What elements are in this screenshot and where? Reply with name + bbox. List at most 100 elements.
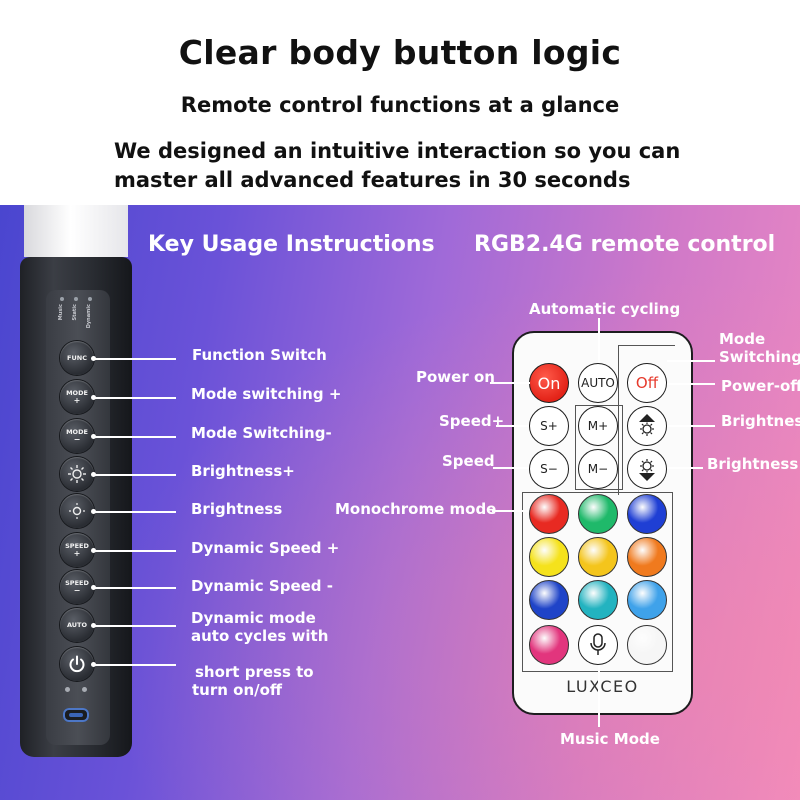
label-mode-plus: Mode switching +	[191, 385, 342, 403]
header-area: Clear body button logic Remote control f…	[0, 0, 800, 205]
minus-sign: −	[73, 586, 81, 595]
remote-mode-plus-button[interactable]: M+	[578, 406, 618, 446]
color-button-cyan[interactable]	[578, 580, 618, 620]
mode-minus-button[interactable]: MODE −	[60, 419, 94, 453]
remote-brand-logo: LUXCEO	[566, 677, 639, 696]
label-speed-plus: Dynamic Speed +	[191, 539, 340, 557]
leader-speed-plus	[496, 425, 529, 427]
color-button-blue2[interactable]	[529, 580, 569, 620]
label-speed-minus: Speed	[442, 452, 495, 470]
plus-sign: +	[73, 549, 81, 558]
mode-pm-group-outline	[575, 405, 623, 490]
leader-line	[91, 585, 176, 590]
speed-minus-button[interactable]: SPEED −	[60, 570, 94, 604]
brightness-up-icon	[639, 414, 655, 436]
auto-button-label: AUTO	[66, 621, 88, 629]
leader-monochrome	[492, 510, 529, 512]
brightness-minus-button[interactable]	[60, 494, 94, 528]
mode-plus-label: M+	[587, 419, 609, 433]
label-monochrome-mode: Monochrome mode	[335, 500, 497, 518]
page-title: Clear body button logic	[178, 33, 622, 72]
leader-music	[598, 665, 600, 727]
label-brightness-plus: Brightness+	[191, 462, 295, 480]
sun-minus-icon	[69, 503, 85, 519]
brightness-down-icon	[639, 459, 655, 481]
indicator-label-static: Static	[72, 304, 78, 321]
remote-on-button[interactable]: On	[529, 363, 569, 403]
leader-line	[91, 395, 176, 400]
music-mode-button[interactable]	[578, 625, 618, 665]
color-button-amber[interactable]	[578, 537, 618, 577]
page-description: We designed an intuitive interaction so …	[114, 139, 681, 192]
page-subtitle: Remote control functions at a glance	[180, 93, 620, 117]
remote-off-button[interactable]: Off	[627, 363, 667, 403]
remote-mode-minus-button[interactable]: M−	[578, 449, 618, 489]
leader-mode-switching	[667, 360, 715, 362]
indicator-label-music: Music	[58, 304, 64, 321]
leader-auto	[598, 318, 600, 363]
power-button[interactable]	[60, 647, 94, 681]
leader-power-off	[667, 383, 715, 385]
microphone-icon	[590, 633, 606, 655]
label-brightness-minus: Brightness	[707, 455, 799, 473]
plus-sign: +	[73, 396, 81, 405]
leader-speed-minus	[493, 467, 529, 469]
func-button[interactable]: FUNC	[60, 341, 94, 375]
label-speed-plus: Speed+	[439, 412, 505, 430]
color-button-green[interactable]	[578, 494, 618, 534]
leader-line	[91, 434, 176, 439]
label-power-line2: turn on/off	[192, 681, 283, 699]
color-button-sky[interactable]	[627, 580, 667, 620]
color-button-red[interactable]	[529, 494, 569, 534]
remote-brightness-minus-button[interactable]	[627, 449, 667, 489]
leader-power-on	[490, 382, 530, 384]
stick-light-tube	[24, 205, 128, 257]
speed-plus-button[interactable]: SPEED +	[60, 533, 94, 567]
label-brightness-plus: Brightnes	[721, 412, 800, 430]
label-music-mode: Music Mode	[560, 730, 660, 748]
remote-speed-minus-button[interactable]: S−	[529, 449, 569, 489]
indicator-label-dynamic: Dynamic	[86, 304, 92, 329]
remote-auto-button[interactable]: AUTO	[578, 363, 618, 403]
remote-speed-plus-button[interactable]: S+	[529, 406, 569, 446]
power-icon	[69, 655, 85, 673]
auto-button[interactable]: AUTO	[60, 608, 94, 642]
color-button-white[interactable]	[627, 625, 667, 665]
label-brightness-minus: Brightness	[191, 500, 283, 518]
mode-plus-label: MODE	[66, 389, 88, 397]
color-button-yellow[interactable]	[529, 537, 569, 577]
leader-line	[91, 356, 176, 361]
on-label: On	[537, 373, 561, 393]
leader-brightness-plus	[667, 425, 715, 427]
auto-label: AUTO	[581, 376, 615, 390]
label-power-on: Power on	[416, 368, 495, 386]
color-button-magenta[interactable]	[529, 625, 569, 665]
leader-line	[91, 472, 176, 477]
label-automatic-cycling: Automatic cycling	[529, 300, 681, 318]
remote-brightness-plus-button[interactable]	[627, 406, 667, 446]
mode-minus-label: M−	[587, 462, 609, 476]
speed-minus-label: S−	[540, 462, 558, 476]
leader-line	[91, 662, 176, 667]
speed-minus-label: SPEED	[65, 579, 89, 587]
remote-title: RGB2.4G remote control	[474, 232, 776, 257]
leader-line	[91, 548, 176, 553]
label-auto-line2: auto cycles with	[191, 627, 329, 645]
brightness-plus-button[interactable]	[60, 457, 94, 491]
label-mode-switching: Mode Switching	[719, 330, 800, 366]
color-button-orange[interactable]	[627, 537, 667, 577]
mode-minus-label: MODE	[66, 428, 88, 436]
speed-plus-label: S+	[540, 419, 558, 433]
label-mode-minus: Mode Switching-	[191, 424, 332, 442]
usb-c-port	[63, 708, 89, 722]
minus-sign: −	[73, 435, 81, 444]
status-led	[82, 687, 87, 692]
leader-brightness-minus	[667, 467, 703, 469]
key-usage-title: Key Usage Instructions	[148, 232, 435, 257]
label-power-line1: short press to	[195, 663, 314, 681]
mode-plus-button[interactable]: MODE +	[60, 380, 94, 414]
speed-plus-label: SPEED	[65, 542, 89, 550]
leader-line	[91, 623, 176, 628]
label-function-switch: Function Switch	[192, 346, 327, 364]
color-button-blue[interactable]	[627, 494, 667, 534]
